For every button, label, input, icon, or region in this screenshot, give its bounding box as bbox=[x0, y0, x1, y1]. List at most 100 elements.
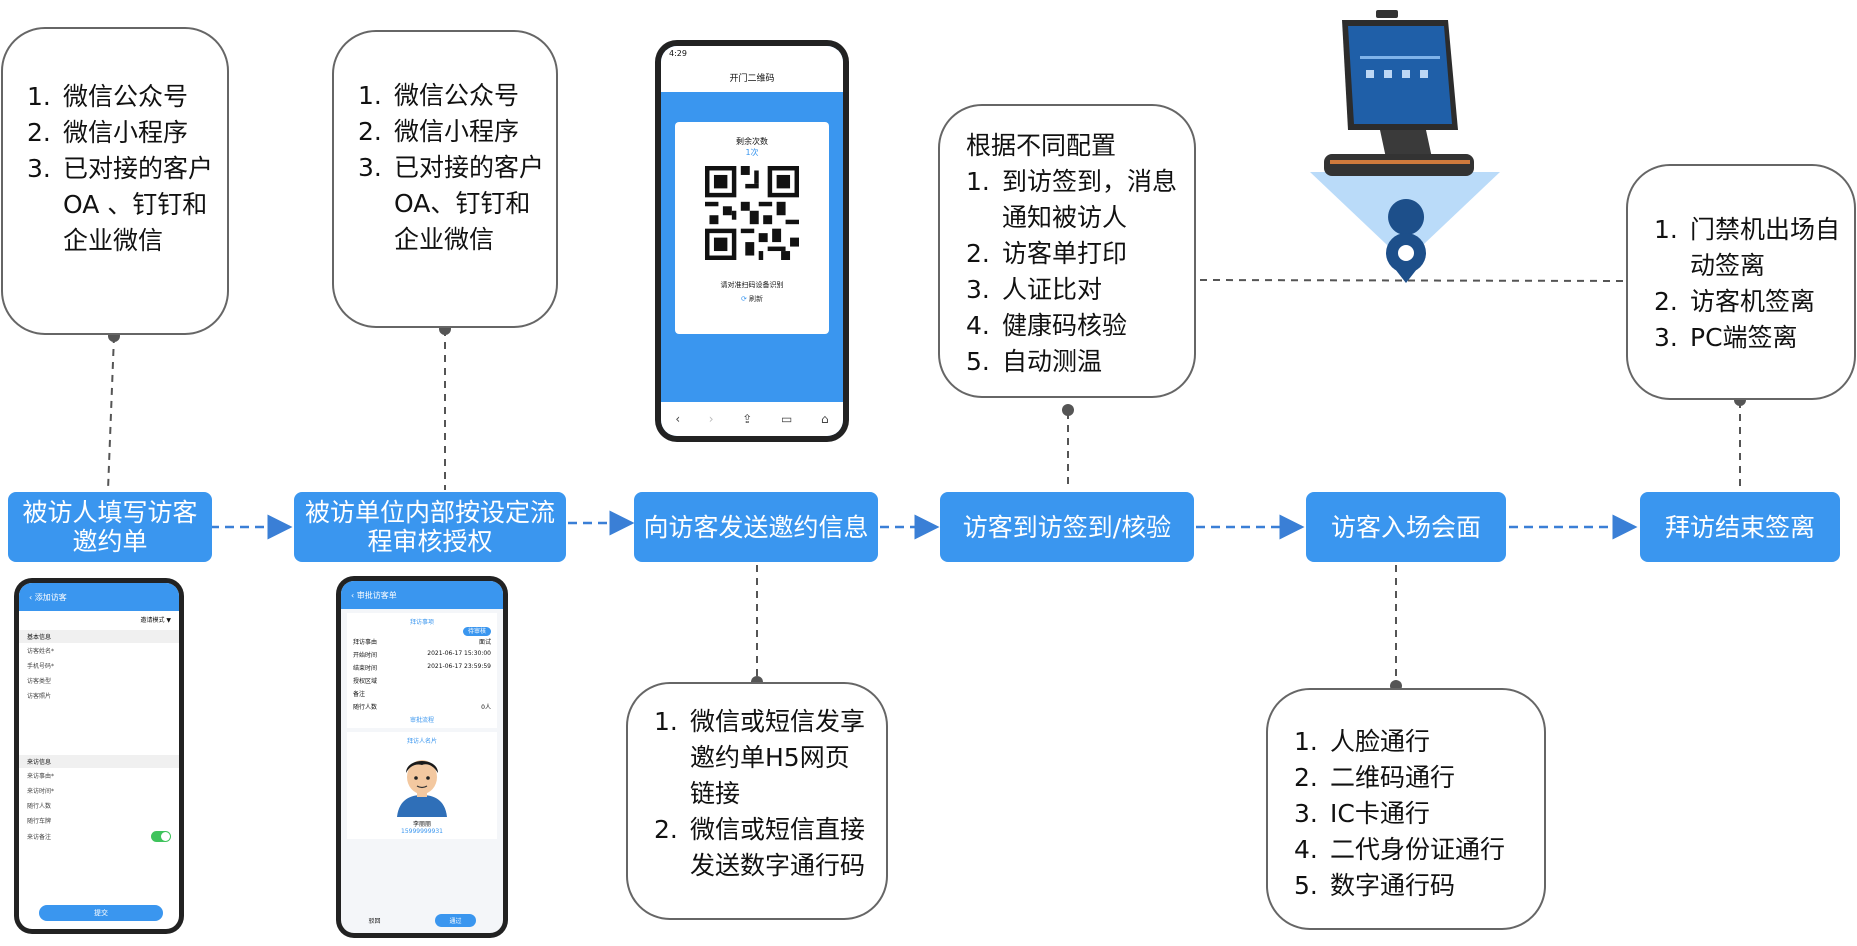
remaining-count-value: 1次 bbox=[745, 148, 759, 157]
field-label: 来访事由* bbox=[27, 773, 55, 780]
item-num: 4. bbox=[966, 311, 990, 340]
share-icon[interactable]: ⇪ bbox=[742, 412, 753, 426]
refresh-label: 刷新 bbox=[749, 295, 764, 303]
status-row: 待审核 bbox=[353, 626, 491, 636]
spacer bbox=[19, 703, 179, 755]
visitor-section-title: 拜访人名片 bbox=[406, 738, 437, 745]
item-num: 3. bbox=[1654, 323, 1678, 352]
field-label: 随行人数 bbox=[27, 803, 52, 810]
item-text: 访客单打印 bbox=[1002, 239, 1128, 268]
item-num: 5. bbox=[1294, 871, 1318, 900]
approval-row: 随行人数 0人 bbox=[353, 700, 491, 713]
item-text: 访客机签离 bbox=[1690, 287, 1816, 316]
item-num: 1. bbox=[1654, 215, 1678, 244]
item-num: 4. bbox=[1294, 835, 1318, 864]
note-list: 1.人脸通行 2. 二维码通行 3. IC卡通行 4.二代身份证通行 5. 数字通行… bbox=[1294, 724, 1534, 904]
section-visit-info: 来访信息 bbox=[19, 755, 179, 768]
qr-phone-screen: 4:29 开门二维码 剩余次数 1次 bbox=[661, 46, 843, 436]
row-key: 授权区域 bbox=[353, 678, 378, 685]
visitor-kiosk-image bbox=[1324, 10, 1474, 176]
item-num: 2. bbox=[654, 815, 678, 844]
item-num: 1. bbox=[654, 707, 678, 736]
field-label: 来访时间* bbox=[27, 788, 55, 795]
back-icon[interactable]: ‹ bbox=[675, 412, 681, 426]
qr-phone: 4:29 开门二维码 剩余次数 1次 bbox=[655, 40, 849, 442]
field-label: 随行车牌 bbox=[27, 818, 52, 825]
item-text: 人证比对 bbox=[1002, 275, 1103, 304]
tabs-icon[interactable]: ▭ bbox=[780, 412, 793, 426]
qr-refresh-button[interactable]: ⟳ 刷新 bbox=[675, 294, 829, 304]
back-icon[interactable]: ‹ bbox=[351, 590, 357, 600]
list-item: 2.微信或短信直接发送数字通行码 bbox=[654, 812, 874, 884]
item-num: 5. bbox=[966, 347, 990, 376]
submit-button[interactable]: 提交 bbox=[39, 905, 163, 921]
item-text: 自动测温 bbox=[1002, 347, 1103, 376]
list-item: 3.已对接的客户OA 、钉钉和企业微信 bbox=[27, 151, 217, 259]
item-text: 微信公众号 bbox=[394, 81, 520, 110]
toggle-switch[interactable] bbox=[151, 831, 171, 842]
approval-flow-link[interactable]: 审批流程 bbox=[409, 717, 434, 724]
row-value: 面试 bbox=[478, 639, 491, 646]
row-key: 开始时间 bbox=[353, 652, 378, 659]
row-value: 2021-06-17 15:30:00 bbox=[427, 650, 491, 657]
item-num: 2. bbox=[1294, 763, 1318, 792]
note-heading: 根据不同配置 bbox=[966, 131, 1117, 160]
list-item: 2.访客机签离 bbox=[1654, 284, 1844, 320]
step-entry-meeting: 访客入场会面 bbox=[1306, 492, 1506, 562]
toggle-knob bbox=[161, 832, 170, 841]
item-num: 2. bbox=[966, 239, 990, 268]
row-key: 备注 bbox=[353, 691, 366, 698]
field-label-text: 来访备注 bbox=[27, 834, 52, 841]
list-item: 4.二代身份证通行 bbox=[1294, 832, 1534, 868]
form-phone-screen: ‹ 添加访客 邀请模式 ▼ 基本信息 访客姓名* 手机号码* 访客类型 访客照片… bbox=[19, 583, 179, 929]
item-num: 1. bbox=[27, 82, 51, 111]
list-item: 1.微信或短信发享邀约单H5网页链接 bbox=[654, 704, 874, 812]
item-num: 3. bbox=[1294, 799, 1318, 828]
home-icon[interactable]: ⌂ bbox=[820, 412, 829, 426]
form-header: ‹ 添加访客 bbox=[19, 583, 179, 611]
list-item: 1.人脸通行 bbox=[1294, 724, 1534, 760]
item-text: IC卡通行 bbox=[1330, 799, 1430, 828]
list-item: 1.微信公众号 bbox=[27, 79, 217, 115]
field-label: 访客类型 bbox=[27, 678, 52, 685]
qr-scan-hint: 请对准扫码设备识别 bbox=[720, 281, 784, 289]
approve-button[interactable]: 通过 bbox=[435, 914, 476, 927]
list-item: 5. 自动测温 bbox=[966, 344, 1184, 380]
mode-selector[interactable]: 邀请模式 ▼ bbox=[140, 617, 171, 624]
field-label: 访客照片 bbox=[27, 693, 52, 700]
row-key: 随行人数 bbox=[353, 704, 378, 711]
note-checkout-methods: 1.门禁机出场自动签离 2.访客机签离 3. PC端签离 bbox=[1626, 164, 1856, 400]
note-entry-methods: 1.人脸通行 2. 二维码通行 3. IC卡通行 4.二代身份证通行 5. 数字通行… bbox=[1266, 688, 1546, 930]
list-item: 5. 数字通行码 bbox=[1294, 868, 1534, 904]
item-num: 1. bbox=[358, 81, 382, 110]
item-num: 2. bbox=[27, 118, 51, 147]
item-num: 3. bbox=[358, 153, 382, 182]
forward-icon[interactable]: › bbox=[708, 412, 714, 426]
item-num: 3. bbox=[27, 154, 51, 183]
step-fill-invitation: 被访人填写访客邀约单 bbox=[8, 492, 212, 562]
list-item: 2. 访客单打印 bbox=[966, 236, 1184, 272]
approval-title: 审批访客单 bbox=[356, 590, 397, 600]
note-list: 1.到访签到，消息通知被访人 2.访客单打印 3.人证比对 4.健康码核验 5.… bbox=[966, 164, 1184, 380]
item-text: 二维码通行 bbox=[1330, 763, 1456, 792]
list-item: 1.门禁机出场自动签离 bbox=[1654, 212, 1844, 284]
note-fill-channels: 1.微信公众号 2. 微信小程序 3.已对接的客户OA 、钉钉和企业微信 bbox=[1, 27, 229, 335]
callout-lines bbox=[107, 279, 1741, 684]
avatar-icon bbox=[397, 760, 447, 817]
item-text: PC端签离 bbox=[1690, 323, 1798, 352]
item-text: 微信小程序 bbox=[63, 118, 189, 147]
back-icon[interactable]: ‹ bbox=[29, 592, 35, 602]
note-list: 1.微信或短信发享邀约单H5网页链接 2.微信或短信直接发送数字通行码 bbox=[654, 704, 874, 884]
form-phone: ‹ 添加访客 邀请模式 ▼ 基本信息 访客姓名* 手机号码* 访客类型 访客照片… bbox=[14, 578, 184, 934]
list-item: 1. 微信公众号 bbox=[358, 78, 546, 114]
approval-row: 备注 bbox=[353, 687, 491, 700]
list-item: 3.人证比对 bbox=[966, 272, 1184, 308]
list-item: 3. IC卡通行 bbox=[1294, 796, 1534, 832]
row-value: 0人 bbox=[481, 704, 491, 711]
reject-button[interactable]: 驳回 bbox=[368, 918, 381, 925]
item-num: 1. bbox=[966, 167, 990, 196]
field-label: 手机号码* bbox=[27, 663, 55, 670]
note-checkin-options: 根据不同配置 1.到访签到，消息通知被访人 2.访客单打印 3.人证比对 4.健… bbox=[938, 104, 1196, 398]
